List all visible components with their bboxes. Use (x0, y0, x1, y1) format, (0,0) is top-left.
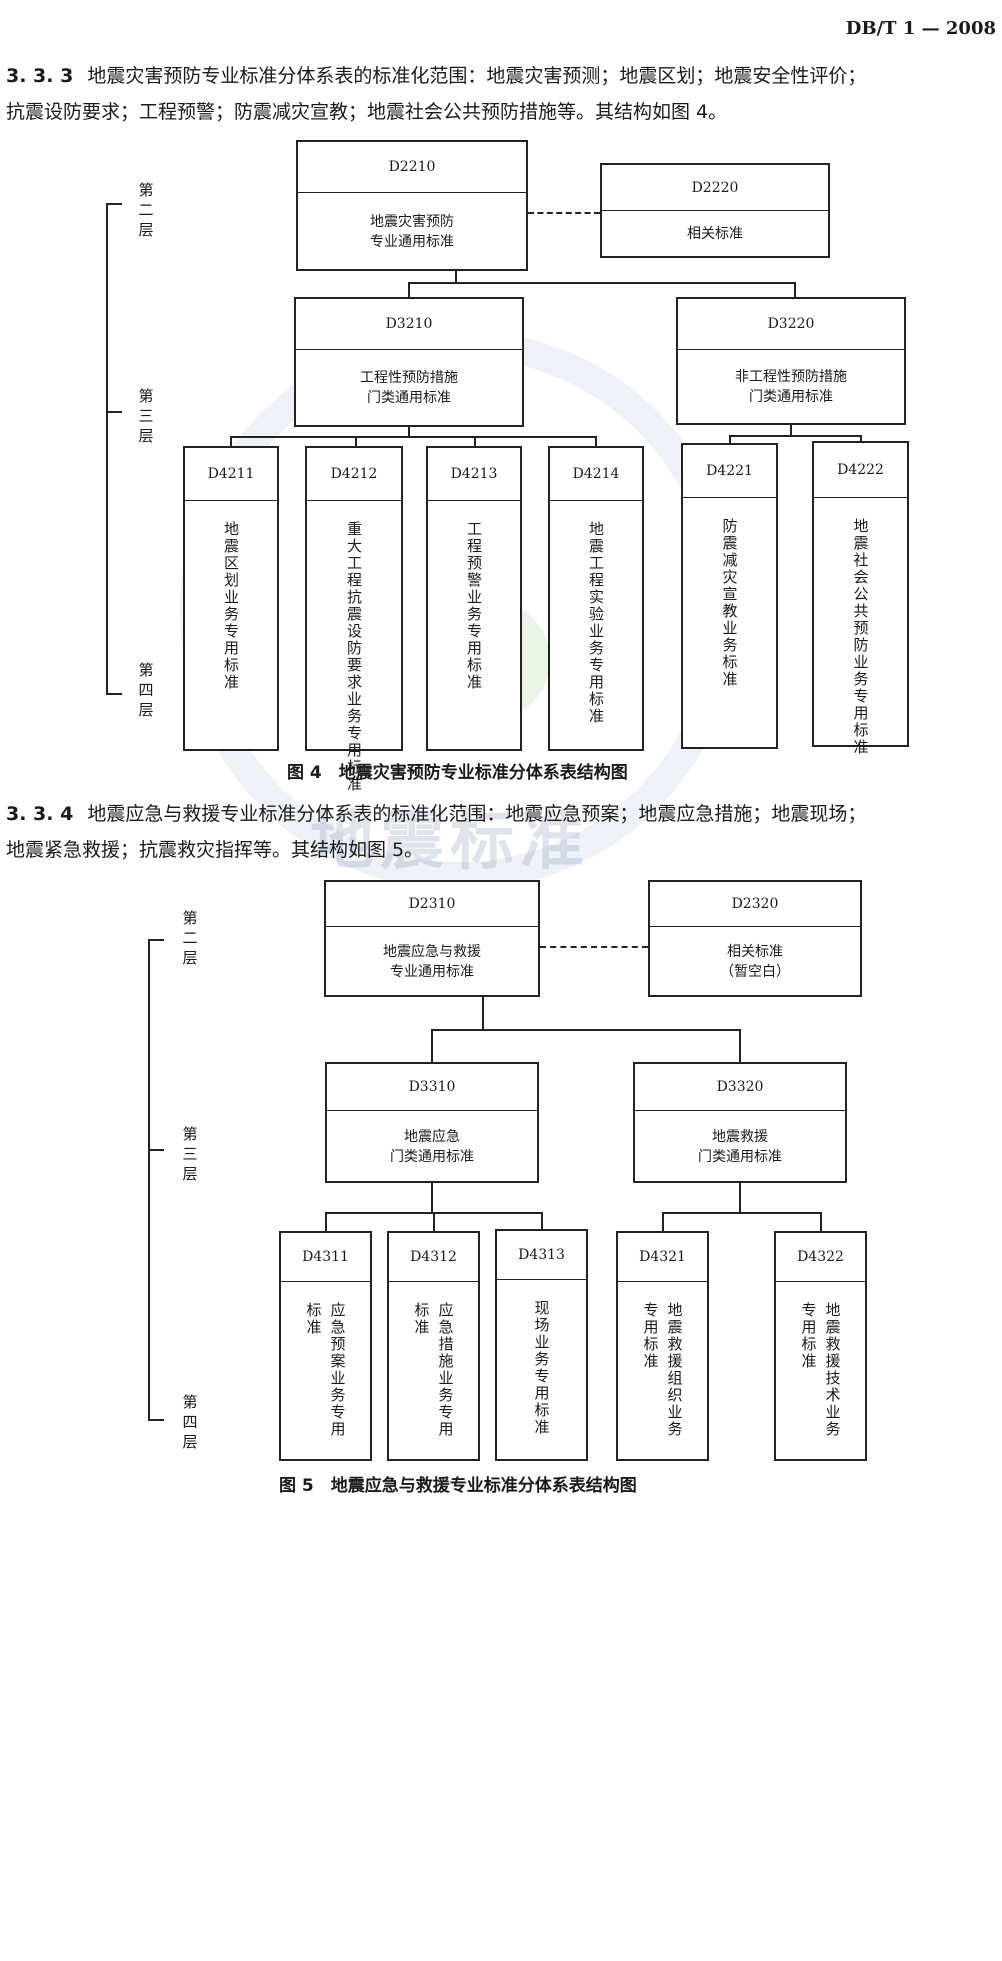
node-d4222: D4222 地震社会公共预防业务专用标准 (812, 441, 909, 747)
layer-3-label: 第三层 (136, 386, 156, 446)
layer-4-label: 第四层 (180, 1392, 200, 1452)
node-d4312: D4312 应急措施业务专用标准 (387, 1231, 480, 1461)
figure-4-caption: 图 4 地震灾害预防专业标准分体系表结构图 (287, 758, 628, 783)
node-name: 相关标准 （暂空白） (650, 927, 860, 996)
node-d4212: D4212 重大工程抗震设防要求业务专用标准 (305, 446, 403, 751)
node-code: D3310 (327, 1064, 537, 1111)
layer-2-label: 第二层 (180, 908, 200, 968)
node-name: 应急预案业务专用标准 (302, 1282, 350, 1452)
node-d3310: D3310 地震应急 门类通用标准 (325, 1062, 539, 1183)
node-name: 地震救援组织业务专用标准 (639, 1282, 687, 1452)
node-name: 地震社会公共预防业务专用标准 (849, 498, 873, 1958)
node-d4322: D4322 地震救援技术业务专用标准 (774, 1231, 867, 1461)
node-name: 非工程性预防措施 门类通用标准 (678, 350, 904, 424)
node-code: D2320 (650, 882, 860, 927)
layer-4-label: 第四层 (136, 660, 156, 720)
node-code: D4321 (618, 1233, 707, 1282)
node-code: D4211 (185, 448, 277, 501)
node-name: 现场业务专用标准 (530, 1280, 554, 1460)
node-code: D2220 (602, 165, 828, 211)
node-name: 地震救援技术业务专用标准 (797, 1282, 845, 1452)
section-number: 3. 3. 3 (6, 65, 73, 87)
node-code: D4311 (281, 1233, 370, 1282)
node-d3220: D3220 非工程性预防措施 门类通用标准 (676, 297, 906, 425)
node-d3320: D3320 地震救援 门类通用标准 (633, 1062, 847, 1183)
node-d2220: D2220 相关标准 (600, 163, 830, 258)
node-code: D4222 (814, 443, 907, 498)
node-d4214: D4214 地震工程实验业务专用标准 (548, 446, 644, 751)
layer-3-label: 第三层 (180, 1124, 200, 1184)
figure-5-caption: 图 5 地震应急与救援专业标准分体系表结构图 (279, 1471, 637, 1496)
layer-2-label: 第二层 (136, 180, 156, 240)
node-d2320: D2320 相关标准 （暂空白） (648, 880, 862, 997)
paragraph-line: 地震灾害预防专业标准分体系表的标准化范围：地震灾害预测；地震区划；地震安全性评价… (87, 65, 866, 87)
node-code: D2310 (326, 882, 538, 927)
section-number: 3. 3. 4 (6, 803, 73, 825)
node-name: 应急措施业务专用标准 (410, 1282, 458, 1452)
paragraph-line: 地震应急与救援专业标准分体系表的标准化范围：地震应急预案；地震应急措施；地震现场… (87, 803, 866, 825)
node-code: D3320 (635, 1064, 845, 1111)
section-333-paragraph: 3. 3. 3 地震灾害预防专业标准分体系表的标准化范围：地震灾害预测；地震区划；… (6, 58, 996, 130)
node-d3210: D3210 工程性预防措施 门类通用标准 (294, 297, 524, 427)
node-d4213: D4213 工程预警业务专用标准 (426, 446, 522, 751)
node-code: D3210 (296, 299, 522, 350)
section-334-paragraph: 3. 3. 4 地震应急与救援专业标准分体系表的标准化范围：地震应急预案；地震应急… (6, 796, 996, 868)
node-code: D4212 (307, 448, 401, 501)
node-d4311: D4311 应急预案业务专用标准 (279, 1231, 372, 1461)
node-code: D3220 (678, 299, 904, 350)
node-code: D4313 (497, 1231, 586, 1280)
node-code: D4221 (683, 445, 776, 498)
node-code: D4214 (550, 448, 642, 501)
paragraph-line: 地震紧急救援；抗震救灾指挥等。其结构如图 5。 (6, 839, 423, 861)
node-d4313: D4313 现场业务专用标准 (495, 1229, 588, 1461)
node-name: 地震应急 门类通用标准 (327, 1111, 537, 1182)
node-code: D4322 (776, 1233, 865, 1282)
node-d4221: D4221 防震减灾宣教业务标准 (681, 443, 778, 749)
node-name: 地震灾害预防 专业通用标准 (298, 193, 526, 270)
node-d4321: D4321 地震救援组织业务专用标准 (616, 1231, 709, 1461)
node-code: D2210 (298, 142, 526, 193)
node-name: 工程性预防措施 门类通用标准 (296, 350, 522, 426)
paragraph-line: 抗震设防要求；工程预警；防震减灾宣教；地震社会公共预防措施等。其结构如图 4。 (6, 101, 727, 123)
node-name: 地震应急与救援 专业通用标准 (326, 927, 538, 996)
node-code: D4312 (389, 1233, 478, 1282)
node-name: 相关标准 (602, 211, 828, 257)
node-name: 防震减灾宣教业务标准 (718, 498, 742, 1958)
node-code: D4213 (428, 448, 520, 501)
node-d2310: D2310 地震应急与救援 专业通用标准 (324, 880, 540, 997)
node-d4211: D4211 地震区划业务专用标准 (183, 446, 279, 751)
node-name: 地震区划业务专用标准 (219, 501, 243, 1961)
document-id: DB/T 1 — 2008 (846, 18, 996, 39)
node-name: 地震救援 门类通用标准 (635, 1111, 845, 1182)
node-d2210: D2210 地震灾害预防 专业通用标准 (296, 140, 528, 271)
